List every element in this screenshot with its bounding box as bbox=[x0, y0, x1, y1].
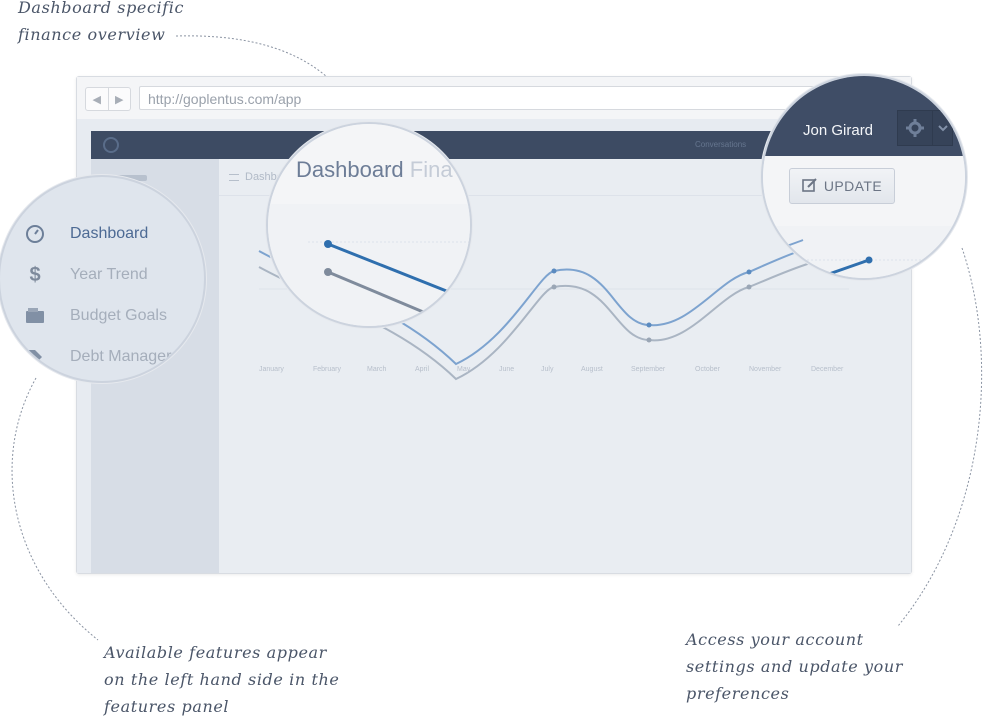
sidebar-item-label: Budget Goals bbox=[70, 307, 167, 324]
zoomed-chart-tail bbox=[763, 239, 965, 276]
month-label: December bbox=[811, 366, 844, 373]
magnifier-features-panel: Dashboard $ Year Trend Budget Goals Debt… bbox=[0, 175, 206, 383]
zoomed-page-header: Dashboard Fina bbox=[268, 124, 470, 205]
wallet-icon bbox=[24, 305, 46, 327]
finance-line-chart: January February March April May June Ju… bbox=[258, 234, 870, 381]
menu-icon[interactable] bbox=[229, 174, 239, 181]
sidebar-item-label: Year Trend bbox=[70, 266, 148, 283]
chevron-down-icon[interactable] bbox=[933, 110, 953, 146]
month-label: August bbox=[581, 366, 603, 373]
dashboard-gauge-icon bbox=[24, 223, 46, 245]
page-title: Dashboard Fina bbox=[296, 157, 453, 183]
update-button[interactable]: UPDATE bbox=[789, 168, 895, 204]
sidebar-item-label: Debt Manager bbox=[70, 348, 172, 365]
month-label: July bbox=[541, 366, 554, 373]
page-title-text: Dashboard bbox=[296, 157, 404, 182]
browser-nav-buttons: ◀ ▶ bbox=[85, 87, 131, 111]
zoomed-header-bar: Jon Girard bbox=[763, 76, 965, 156]
month-label: May bbox=[457, 366, 471, 373]
page-title-suffix: Fina bbox=[409, 157, 453, 182]
month-label: April bbox=[415, 366, 429, 373]
sidebar-item-year-trend[interactable]: $ Year Trend bbox=[24, 263, 147, 287]
month-label: October bbox=[695, 366, 721, 373]
annotation-line: features panel bbox=[104, 697, 230, 716]
zoomed-chart bbox=[308, 240, 470, 316]
magnifier-dashboard-title: Dashboard Fina bbox=[266, 122, 472, 328]
sidebar-item-label: Dashboard bbox=[70, 225, 149, 242]
sidebar-item-dashboard[interactable]: Dashboard bbox=[24, 222, 148, 246]
gear-icon[interactable] bbox=[897, 110, 933, 146]
month-label: September bbox=[631, 366, 666, 373]
month-label: February bbox=[313, 366, 342, 373]
zoomed-chart-area bbox=[268, 204, 470, 326]
sidebar-item-budget-goals[interactable]: Budget Goals bbox=[24, 304, 167, 328]
tag-icon bbox=[24, 346, 46, 368]
annotation-features-panel: Available features appear on the left ha… bbox=[104, 639, 434, 720]
annotation-account-settings: Access your account settings and update … bbox=[686, 626, 986, 707]
sidebar-item-debt-manager[interactable]: Debt Manager bbox=[24, 345, 171, 369]
magnifier-account-settings: Jon Girard UPDATE bbox=[761, 74, 967, 280]
month-label: March bbox=[367, 366, 387, 373]
back-arrow-icon[interactable]: ◀ bbox=[92, 93, 101, 106]
zoomed-chart-corner bbox=[763, 226, 965, 278]
month-label: November bbox=[749, 366, 782, 373]
annotation-line: Available features appear bbox=[104, 643, 327, 662]
annotation-line: settings and update your bbox=[686, 657, 904, 676]
annotation-line: finance overview bbox=[18, 25, 166, 44]
forward-arrow-icon[interactable]: ▶ bbox=[107, 88, 131, 110]
annotation-line: preferences bbox=[686, 684, 790, 703]
app-logo-icon[interactable] bbox=[103, 137, 119, 153]
annotation-line: Dashboard specific bbox=[18, 0, 185, 17]
month-label: June bbox=[499, 366, 514, 373]
annotation-line: on the left hand side in the bbox=[104, 670, 340, 689]
dollar-icon: $ bbox=[29, 263, 41, 286]
user-name[interactable]: Jon Girard bbox=[803, 122, 874, 139]
annotation-line: Access your account bbox=[686, 630, 864, 649]
annotation-dashboard-overview: Dashboard specific finance overview bbox=[18, 0, 318, 48]
update-button-label: UPDATE bbox=[823, 178, 883, 194]
nav-link-conversations[interactable]: Conversations bbox=[695, 140, 747, 149]
month-label: January bbox=[259, 366, 284, 373]
edit-icon bbox=[802, 177, 818, 196]
